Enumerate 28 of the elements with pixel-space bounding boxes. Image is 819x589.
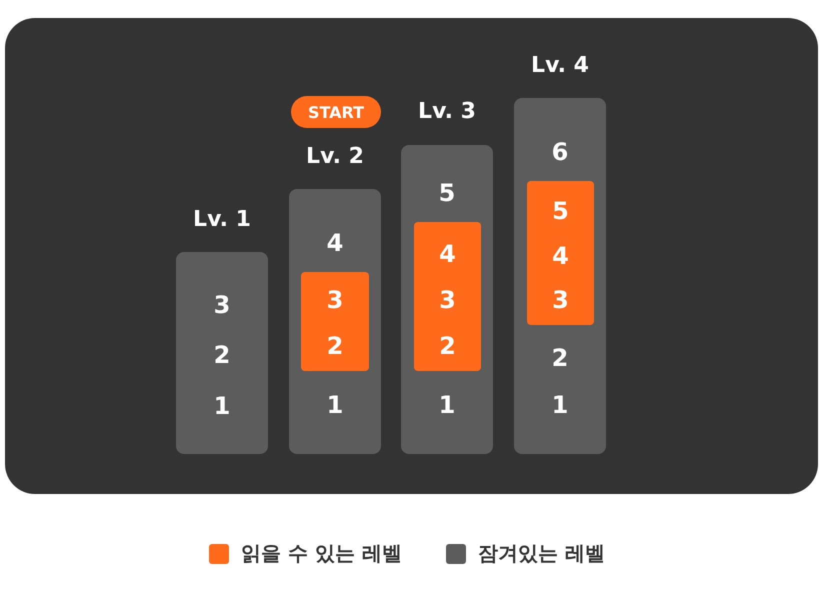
unlocked-range-bar [301,272,369,371]
start-badge: START [291,96,381,128]
level-number: 1 [326,390,344,420]
level-label: Lv. 1 [192,206,252,234]
level-number: 6 [550,137,570,167]
level-label: Lv. 3 [417,98,477,126]
level-number: 4 [551,241,570,271]
level-number: 1 [550,390,570,420]
level-number: 3 [212,290,232,320]
legend-label: 잠겨있는 레벨 [478,540,605,567]
level-label: Lv. 2 [305,143,365,171]
level-number: 2 [550,343,570,373]
level-label: Lv. 4 [530,52,590,80]
level-number: 4 [438,239,457,269]
level-number: 4 [326,228,344,258]
level-number: 1 [438,390,456,420]
level-number: 2 [326,331,344,361]
legend-label: 읽을 수 있는 레벨 [241,540,402,567]
level-number: 5 [438,178,456,208]
level-number: 2 [212,340,232,370]
level-number: 3 [551,285,570,315]
unlocked-range-bar [414,222,481,371]
level-number: 5 [551,196,570,226]
level-number: 1 [212,391,232,421]
level-number: 3 [438,285,457,315]
level-number: 3 [326,285,344,315]
unlocked-range-bar [527,181,594,325]
level-number: 2 [438,331,457,361]
